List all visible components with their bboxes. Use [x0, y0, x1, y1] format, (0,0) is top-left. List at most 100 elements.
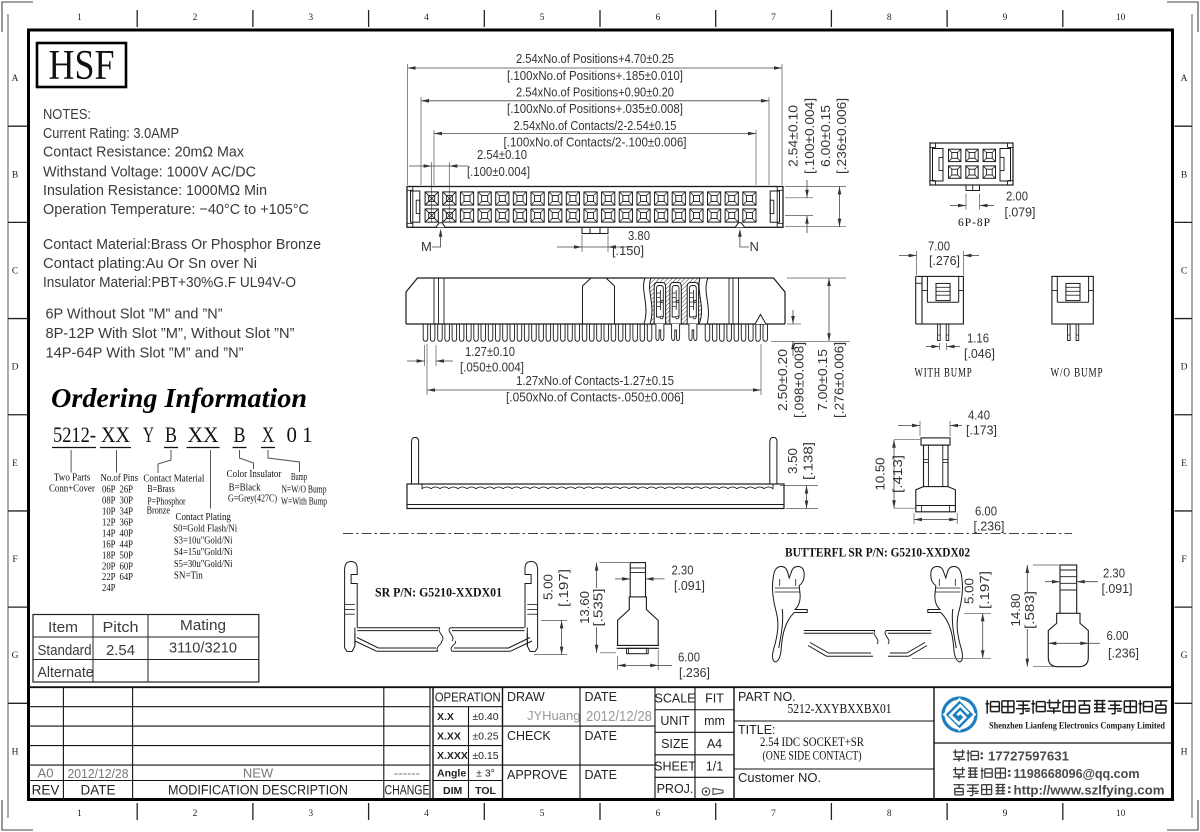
- svg-text:1/1: 1/1: [706, 759, 723, 773]
- svg-text:14P: 14P: [102, 528, 116, 539]
- svg-text:5: 5: [540, 13, 545, 23]
- svg-text:3.50: 3.50: [786, 448, 800, 474]
- svg-text:X.XX: X.XX: [437, 731, 461, 743]
- svg-text:B: B: [234, 422, 246, 447]
- svg-text:1: 1: [77, 13, 82, 23]
- svg-text:26P: 26P: [120, 485, 134, 496]
- svg-text:DIM: DIM: [443, 785, 463, 797]
- svg-text:7.00: 7.00: [928, 240, 950, 254]
- svg-text:C: C: [1181, 266, 1187, 276]
- svg-text:± 3°: ± 3°: [476, 768, 495, 780]
- svg-text:Conn+Cover: Conn+Cover: [49, 483, 95, 494]
- svg-text:2.54xNo.of Positions+0.90±0.2: 2.54xNo.of Positions+0.90±0.20: [516, 86, 674, 100]
- svg-text:[.050±0.004]: [.050±0.004]: [460, 361, 524, 375]
- svg-text:mm: mm: [704, 714, 725, 728]
- svg-text:2.30: 2.30: [672, 564, 694, 578]
- svg-text:[.236]: [.236]: [679, 666, 710, 680]
- svg-text:14.80: 14.80: [1009, 593, 1023, 626]
- svg-text:10: 10: [1116, 13, 1126, 23]
- svg-text:G: G: [12, 651, 19, 661]
- svg-text:±0.25: ±0.25: [472, 731, 498, 743]
- svg-text:A0: A0: [38, 766, 54, 781]
- svg-text:64P: 64P: [120, 572, 134, 583]
- svg-text:X: X: [262, 422, 274, 447]
- svg-text:Customer NO.: Customer NO.: [738, 770, 821, 785]
- svg-text:2012/12/28: 2012/12/28: [586, 709, 652, 725]
- svg-text:9: 9: [1003, 13, 1008, 23]
- svg-text:D: D: [1181, 363, 1188, 373]
- svg-text:[.138]: [.138]: [802, 442, 816, 480]
- svg-text:D: D: [12, 363, 19, 373]
- svg-text:E: E: [12, 459, 18, 469]
- svg-text:0 1: 0 1: [287, 422, 313, 447]
- svg-text:Operation Temperature: −40°C t: Operation Temperature: −40°C to +105°C: [43, 201, 309, 218]
- svg-text:12P: 12P: [102, 517, 116, 528]
- svg-text:6: 6: [655, 809, 660, 819]
- svg-text:2.54xNo.of Positions+4.70±0.2: 2.54xNo.of Positions+4.70±0.25: [516, 52, 674, 66]
- svg-text:[.535]: [.535]: [592, 589, 606, 627]
- svg-text:Ordering Information: Ordering Information: [51, 383, 307, 413]
- svg-text:Contact Material:Brass Or Phos: Contact Material:Brass Or Phosphor Bronz…: [43, 236, 321, 253]
- svg-text:[.100xNo.of Contacts/2-.100±0: [.100xNo.of Contacts/2-.100±0.006]: [504, 136, 687, 150]
- svg-text:9: 9: [1003, 809, 1008, 819]
- svg-text:2.54 IDC SOCKET+SR: 2.54 IDC SOCKET+SR: [760, 734, 864, 749]
- svg-text:2.50±0.20: 2.50±0.20: [776, 349, 790, 411]
- svg-text:SN=Tin: SN=Tin: [174, 571, 203, 582]
- svg-text:JYHuang: JYHuang: [527, 708, 580, 723]
- svg-text:M: M: [421, 239, 432, 254]
- svg-text:50P: 50P: [120, 550, 134, 561]
- svg-text:XX: XX: [188, 422, 219, 447]
- svg-text:[.236]: [.236]: [974, 520, 1005, 534]
- svg-text:SCALE: SCALE: [655, 692, 696, 706]
- svg-text:[.583]: [.583]: [1023, 591, 1037, 629]
- svg-text:7.00±0.15: 7.00±0.15: [816, 349, 830, 411]
- svg-text:6P-8P: 6P-8P: [958, 215, 991, 229]
- svg-text:13.60: 13.60: [578, 591, 592, 624]
- svg-text:NOTES:: NOTES:: [43, 106, 91, 123]
- svg-text:F: F: [12, 555, 17, 565]
- svg-text:2.54±0.10: 2.54±0.10: [787, 105, 801, 167]
- svg-text:5: 5: [540, 809, 545, 819]
- svg-text:18P: 18P: [102, 550, 116, 561]
- svg-text:60P: 60P: [120, 561, 134, 572]
- svg-text:1: 1: [77, 809, 82, 819]
- svg-text:10.50: 10.50: [874, 457, 888, 490]
- svg-text:N=W/O Bump: N=W/O Bump: [282, 485, 327, 496]
- svg-text:Item: Item: [48, 619, 78, 636]
- svg-text:7: 7: [771, 809, 776, 819]
- svg-text:H: H: [12, 747, 19, 757]
- svg-text:[.091]: [.091]: [674, 579, 705, 593]
- svg-text:Color Insulator: Color Insulator: [227, 469, 282, 480]
- svg-text:1.27±0.10: 1.27±0.10: [465, 345, 515, 359]
- svg-text:2.54xNo.of Contacts/2-2.54±0.: 2.54xNo.of Contacts/2-2.54±0.15: [514, 119, 677, 133]
- svg-text:Insulation Resistance: 1000MΩ: Insulation Resistance: 1000MΩ Min: [43, 182, 267, 199]
- svg-text:6.00: 6.00: [975, 505, 997, 519]
- svg-text:14P-64P With Slot ”M” and ”N”: 14P-64P With Slot ”M” and ”N”: [46, 345, 244, 362]
- svg-text:2: 2: [193, 809, 198, 819]
- svg-text:Pitch: Pitch: [103, 619, 139, 636]
- svg-text:WITH BUMP: WITH BUMP: [915, 366, 973, 380]
- svg-text:MODIFICATION DESCRIPTION: MODIFICATION DESCRIPTION: [168, 783, 348, 798]
- svg-text:B: B: [1181, 170, 1187, 180]
- svg-text:X.XXX: X.XXX: [437, 750, 468, 762]
- svg-text:A: A: [12, 74, 19, 84]
- svg-text:7: 7: [771, 13, 776, 23]
- svg-text:44P: 44P: [120, 539, 134, 550]
- svg-text:REV: REV: [32, 783, 60, 798]
- svg-text:3: 3: [308, 809, 313, 819]
- svg-text:20P: 20P: [102, 561, 116, 572]
- svg-text:2.54: 2.54: [106, 643, 135, 659]
- svg-text:[.413]: [.413]: [891, 455, 905, 493]
- svg-text:G=Grey(427C): G=Grey(427C): [228, 493, 277, 504]
- svg-text:F: F: [1181, 555, 1186, 565]
- svg-text:Contact Resistance: 20mΩ Max: Contact Resistance: 20mΩ Max: [43, 144, 244, 161]
- svg-text:DATE: DATE: [585, 768, 617, 782]
- svg-text:B=Black: B=Black: [229, 482, 261, 493]
- svg-text:Contact Material: Contact Material: [143, 474, 204, 485]
- svg-text:2: 2: [193, 13, 198, 23]
- svg-text:5212-: 5212-: [53, 422, 96, 447]
- svg-text:Contact Plating: Contact Plating: [176, 512, 231, 523]
- svg-text:------: ------: [394, 766, 420, 781]
- svg-text:XX: XX: [101, 422, 130, 447]
- svg-text:A: A: [1181, 74, 1188, 84]
